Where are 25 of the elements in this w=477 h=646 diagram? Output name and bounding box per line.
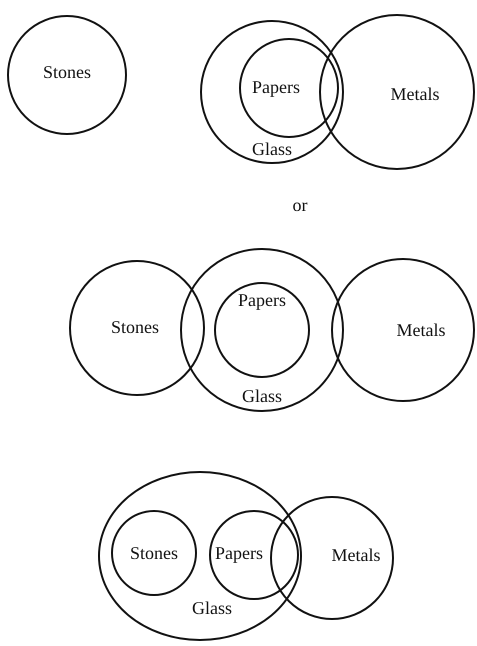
set-circle — [111, 510, 197, 596]
set-label: Papers — [215, 544, 263, 562]
set-circle — [180, 248, 344, 412]
set-label: Stones — [111, 318, 159, 336]
set-circle — [7, 15, 127, 135]
set-label: Papers — [252, 78, 300, 96]
set-label: Glass — [192, 599, 232, 617]
set-circle — [239, 38, 339, 138]
set-circle — [214, 282, 310, 378]
set-label: Glass — [252, 140, 292, 158]
set-label: Metals — [390, 85, 440, 103]
set-label: Metals — [332, 546, 380, 564]
set-label: Stones — [130, 544, 178, 562]
set-ellipse — [98, 471, 302, 641]
set-label: Metals — [396, 321, 446, 339]
set-circle — [319, 14, 475, 170]
set-label: Glass — [242, 387, 282, 405]
set-label: Papers — [238, 291, 286, 309]
set-label: Stones — [43, 63, 91, 81]
set-circle — [331, 258, 475, 402]
connector-word: or — [292, 196, 308, 214]
set-circle — [270, 496, 394, 620]
set-circle — [69, 260, 205, 396]
set-circle — [200, 20, 344, 164]
set-circle — [209, 510, 299, 600]
